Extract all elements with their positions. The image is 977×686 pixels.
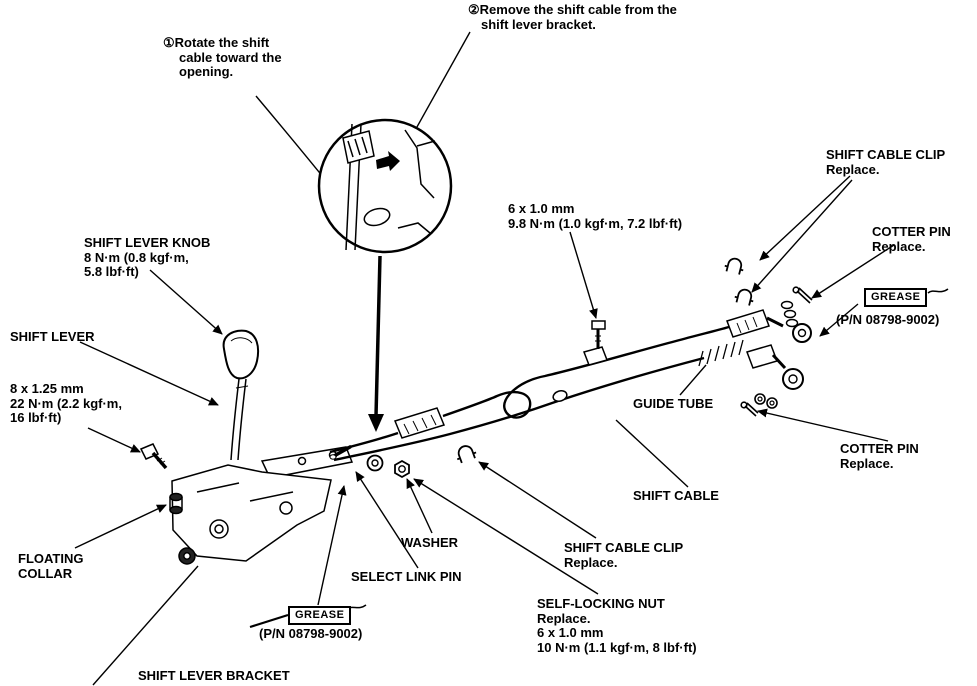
callout-step1-line: opening. (179, 64, 234, 79)
label-shift-cable: SHIFT CABLE (633, 488, 719, 504)
label-line: Replace. (564, 554, 618, 570)
pointer-arrow (368, 255, 384, 432)
guide-tube-part (698, 339, 744, 367)
label-lever-bolt: 8 x 1.25 mm 22 N·m (2.2 kgf·m, 16 lbf·ft… (10, 381, 122, 426)
grease-badge-right: GREASE (864, 288, 928, 307)
lever-mount-bolt (139, 443, 168, 470)
cable-end-fittings (698, 257, 813, 417)
cable-bracket-and-bolt (583, 320, 608, 366)
label-line: SHIFT CABLE (633, 488, 719, 503)
shift-cable-drawing (329, 320, 730, 462)
label-shift-cable-clip-upper: SHIFT CABLE CLIP Replace. (826, 147, 946, 177)
callout-step1-line: ①Rotate the shift (163, 35, 270, 50)
grease-badge-text: GREASE (288, 606, 352, 625)
label-line: 5.8 lbf·ft) (84, 264, 139, 279)
label-line: Replace. (840, 455, 894, 471)
cable-adjuster (393, 407, 446, 439)
label-line: SHIFT LEVER BRACKET (138, 668, 290, 683)
label-line: 22 N·m (2.2 kgf·m, (10, 395, 122, 411)
callout-step2-line: shift lever bracket. (481, 16, 596, 32)
label-line: COTTER PIN (840, 441, 919, 456)
label-line: 6 x 1.0 mm (537, 625, 604, 640)
cable-clip-upper-b (734, 288, 754, 306)
leader-lines (74, 31, 895, 686)
label-line: COLLAR (18, 565, 73, 581)
label-shift-lever: SHIFT LEVER (10, 329, 95, 345)
label-line: 6 x 1.0 mm (508, 201, 575, 216)
cotter-pin-lower-part (740, 401, 759, 417)
label-guide-tube: GUIDE TUBE (633, 396, 714, 412)
label-select-link-pin: SELECT LINK PIN (351, 569, 462, 585)
label-line: WASHER (401, 535, 459, 550)
label-line: GUIDE TUBE (633, 396, 714, 411)
label-grease-right-pn: (P/N 08798-9002) (836, 312, 940, 328)
label-line: (P/N 08798-9002) (259, 626, 363, 641)
label-floating-collar: FLOATING COLLAR (18, 551, 84, 581)
rotate-direction-arrow (376, 151, 400, 171)
label-washer: WASHER (401, 535, 459, 551)
cotter-pin-upper-part (792, 286, 813, 304)
shift-lever-drawing (222, 329, 260, 461)
grease-badge-left: GREASE (288, 606, 352, 625)
label-line: 10 N·m (1.1 kgf·m, 8 lbf·ft) (537, 639, 697, 655)
label-line: 8 N·m (0.8 kgf·m, (84, 249, 189, 265)
label-grease-left-pn: (P/N 08798-9002) (259, 626, 363, 642)
floating-collar-part (169, 492, 183, 515)
label-line: 8 x 1.25 mm (10, 381, 84, 396)
label-line: 9.8 N·m (1.0 kgf·m, 7.2 lbf·ft) (508, 215, 683, 231)
label-line: SELECT LINK PIN (351, 569, 462, 584)
label-line: Replace. (872, 238, 926, 254)
label-line: Replace. (537, 610, 591, 626)
label-line: Replace. (826, 161, 880, 177)
label-line: SHIFT LEVER KNOB (84, 235, 211, 250)
label-cotter-pin-upper: COTTER PIN Replace. (872, 224, 951, 254)
label-line: FLOATING (18, 551, 84, 566)
label-line: 16 lbf·ft) (10, 410, 62, 425)
callout-step1-line: cable toward the (179, 49, 282, 65)
label-shift-lever-knob: SHIFT LEVER KNOB 8 N·m (0.8 kgf·m, 5.8 l… (84, 235, 211, 280)
label-line: SHIFT CABLE CLIP (826, 147, 946, 162)
cable-clip-lower-part (456, 445, 477, 464)
grease-badge-text: GREASE (864, 288, 928, 307)
callout-step2-line: ②Remove the shift cable from the (468, 2, 677, 17)
callout-step1: ①Rotate the shift cable toward the openi… (163, 35, 282, 80)
label-cotter-pin-lower: COTTER PIN Replace. (840, 441, 919, 471)
select-link-pin-part (332, 445, 352, 458)
label-line: (P/N 08798-9002) (836, 312, 940, 327)
small-parts-center (329, 445, 477, 479)
label-shift-cable-clip-lower: SHIFT CABLE CLIP Replace. (564, 540, 684, 570)
label-cable-bracket-bolt: 6 x 1.0 mm 9.8 N·m (1.0 kgf·m, 7.2 lbf·f… (508, 201, 683, 231)
callout-step2: ②Remove the shift cable from the shift l… (468, 2, 677, 32)
label-line: SELF-LOCKING NUT (537, 596, 665, 611)
label-shift-lever-bracket: SHIFT LEVER BRACKET (138, 668, 290, 684)
label-line: SHIFT LEVER (10, 329, 95, 344)
label-line: SHIFT CABLE CLIP (564, 540, 684, 555)
cable-clip-upper-a (724, 257, 744, 275)
shift-lever-bracket-drawing (139, 443, 354, 565)
detail-view-circle (317, 118, 453, 254)
label-line: COTTER PIN (872, 224, 951, 239)
label-self-locking-nut: SELF-LOCKING NUT Replace. 6 x 1.0 mm 10 … (537, 596, 697, 655)
